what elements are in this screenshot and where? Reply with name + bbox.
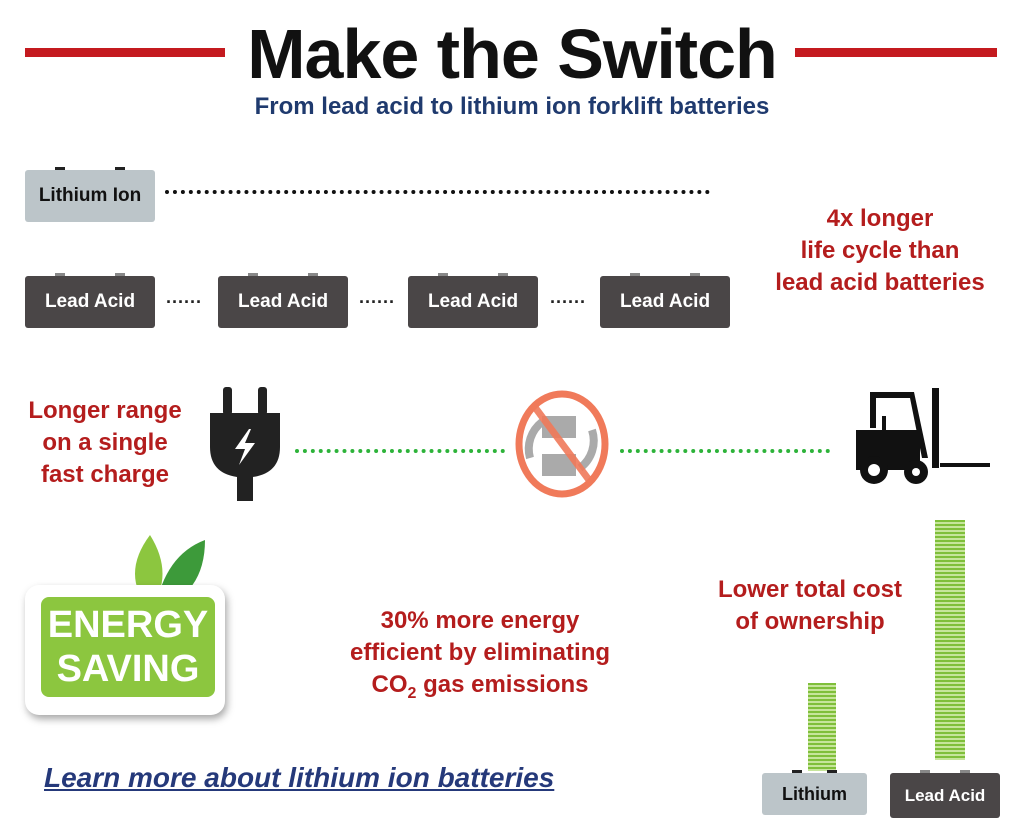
forklift-icon	[856, 388, 990, 484]
callout-line: Lower total cost	[717, 576, 903, 603]
badge-line: ENERGY	[47, 604, 209, 646]
lithium-cost-label: Lithium	[762, 770, 867, 815]
efficiency-callout: 30% more energy efficient by eliminating…	[320, 605, 640, 710]
life-cycle-callout: 4x longer life cycle than lead acid batt…	[760, 203, 1000, 299]
co2-text: CO	[371, 671, 408, 698]
callout-line: 4x longer	[826, 205, 934, 232]
callout-text: gas emissions	[416, 671, 589, 698]
lead-acid-battery: Lead Acid	[218, 273, 348, 328]
callout-line: of ownership	[735, 608, 885, 635]
lead-acid-battery: Lead Acid	[25, 273, 155, 328]
no-battery-swap-icon	[515, 390, 609, 498]
page-title: Make the Switch	[247, 15, 778, 93]
lead-acid-battery: Lead Acid	[408, 273, 538, 328]
callout-line: CO2 gas emissions	[320, 669, 640, 710]
green-dotted-line	[295, 449, 505, 453]
lithium-dotted-line	[165, 190, 710, 194]
dots: ······	[550, 292, 586, 312]
page-subtitle: From lead acid to lithium ion forklift b…	[254, 93, 770, 120]
range-callout: Longer range on a single fast charge	[10, 395, 200, 491]
plug-icon	[210, 387, 280, 501]
energy-saving-badge: ENERGY SAVING	[25, 525, 230, 720]
learn-more-link[interactable]: Learn more about lithium ion batteries	[44, 762, 555, 793]
cost-callout: Lower total cost of ownership	[700, 574, 920, 638]
callout-line: efficient by eliminating	[349, 639, 611, 666]
lithium-ion-battery: Lithium Ion	[25, 167, 155, 222]
lead-acid-cost-label: Lead Acid	[890, 770, 1000, 818]
title-rule-left	[25, 48, 225, 57]
callout-line: Longer range	[28, 397, 182, 424]
lead-acid-battery: Lead Acid	[600, 273, 730, 328]
callout-line: 30% more energy	[380, 607, 580, 634]
callout-line: fast charge	[40, 461, 170, 488]
badge-line: SAVING	[56, 648, 200, 690]
callout-line: life cycle than	[800, 237, 960, 264]
badge-label: ENERGY SAVING	[41, 597, 215, 697]
callout-line: lead acid batteries	[775, 269, 985, 296]
green-dotted-line	[620, 449, 830, 453]
lithium-money-stack	[808, 683, 836, 771]
dots: ······	[166, 292, 202, 312]
subscript: 2	[407, 684, 417, 702]
lead-acid-money-stack	[935, 520, 965, 760]
title-rule-right	[795, 48, 997, 57]
dots: ······	[359, 292, 395, 312]
callout-line: on a single	[42, 429, 168, 456]
